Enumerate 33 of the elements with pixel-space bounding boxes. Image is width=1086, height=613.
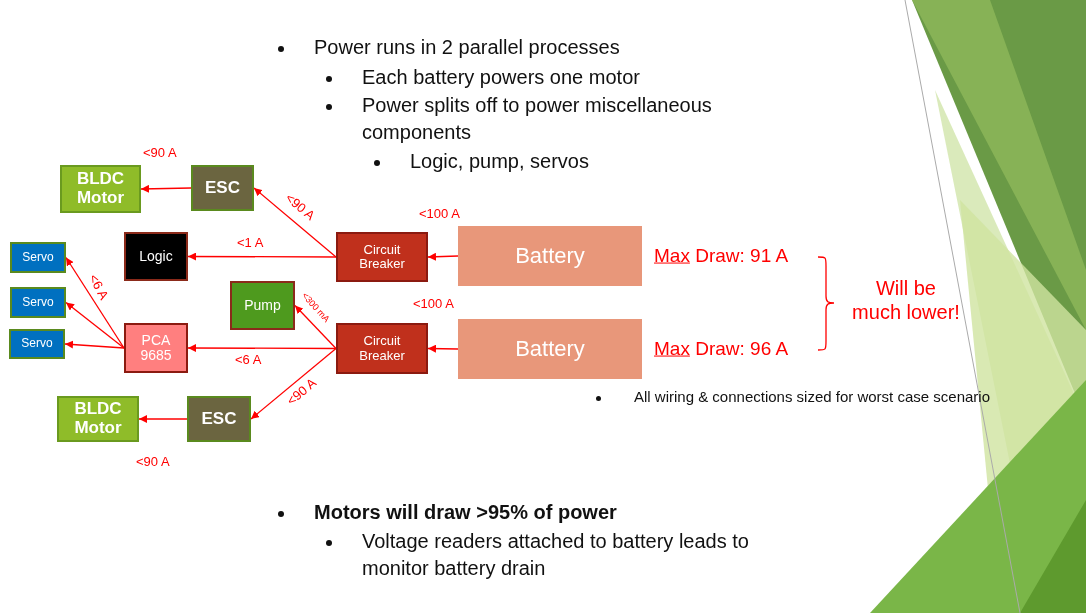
bullet-text: Motors will draw >95% of power xyxy=(313,500,618,525)
bullet-text: Logic, pump, servos xyxy=(409,149,590,174)
arrow xyxy=(138,415,188,423)
bullet-text: Power splits off to power miscellaneous components xyxy=(361,93,713,145)
arrow xyxy=(250,347,337,420)
arrow xyxy=(427,252,459,261)
bullet-text: All wiring & connections sized for worst case scenario xyxy=(633,387,991,407)
component-box: Servo xyxy=(10,242,66,273)
component-box: Pump xyxy=(230,281,295,330)
arrow xyxy=(187,344,337,353)
arrow xyxy=(253,187,337,258)
max-draw-note: Max Draw: 91 A xyxy=(654,245,789,267)
component-box: ESC xyxy=(191,165,254,211)
component-box: Logic xyxy=(124,232,188,281)
component-box: Servo xyxy=(9,329,65,359)
bullet-text: Power runs in 2 parallel processes xyxy=(313,35,621,60)
component-box: Circuit Breaker xyxy=(336,323,428,374)
arrow xyxy=(187,252,337,261)
arrow xyxy=(140,184,192,193)
callout-note: Will be much lower! xyxy=(851,276,961,324)
component-box: ESC xyxy=(187,396,251,442)
bullet-text: Each battery powers one motor xyxy=(361,65,641,90)
component-box: PCA 9685 xyxy=(124,323,188,373)
arrow xyxy=(65,301,125,349)
component-box: Circuit Breaker xyxy=(336,232,428,282)
component-box: BLDC Motor xyxy=(57,396,139,442)
arrow xyxy=(64,340,125,349)
max-draw-note: Max Draw: 96 A xyxy=(654,338,789,360)
arrow xyxy=(65,256,125,349)
component-box: Servo xyxy=(10,287,66,318)
component-box: BLDC Motor xyxy=(60,165,141,213)
bullet-text: Voltage readers attached to battery leads to monitor battery drain xyxy=(361,529,750,581)
arrow xyxy=(427,344,459,353)
